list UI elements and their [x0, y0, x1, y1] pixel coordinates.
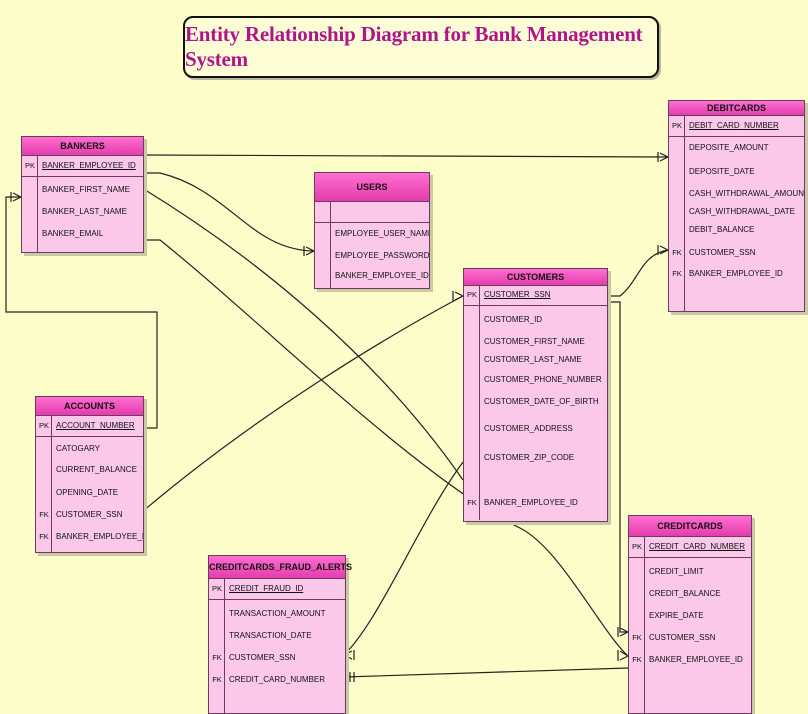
crowfoot-users-banker: [303, 246, 315, 256]
fk-label: FK: [212, 675, 222, 684]
attr-cash-withdrawal-date: CASH_WITHDRAWAL_DATE: [689, 207, 795, 216]
attr-employee-user-name: EMPLOYEE_USER_NAME: [335, 229, 429, 238]
entity-customers[interactable]: CUSTOMERS PK CUSTOMER_SSN CUSTOMER_ID CUS…: [463, 268, 608, 522]
attr-accounts-customer-ssn: CUSTOMER_SSN: [56, 510, 123, 519]
attr-customer-address: CUSTOMER_ADDRESS: [484, 424, 573, 433]
attr-catogary: CATOGARY: [56, 444, 101, 453]
entity-creditcards-fraud-alerts[interactable]: CREDITCARDS_FRAUD_ALERTS PK CREDIT_FRAUD_…: [208, 555, 352, 714]
fk-label: FK: [672, 269, 682, 278]
attr-banker-employee-id: BANKER_EMPLOYEE_ID: [42, 161, 136, 170]
attr-cash-withdrawal-amount: CASH_WITHDRAWAL_AMOUNT: [689, 189, 804, 198]
pk-label: PK: [24, 161, 35, 170]
entity-users[interactable]: USERS EMPLOYEE_USER_NAME EMPLOYEE_PASSWO…: [314, 172, 430, 289]
rel-customers-fraud: [343, 461, 464, 656]
attr-transaction-amount: TRANSACTION_AMOUNT: [229, 609, 326, 618]
pk-label: PK: [466, 290, 477, 299]
pk-label: PK: [631, 542, 642, 551]
entity-bankers-name: BANKERS: [22, 137, 143, 156]
entity-fraud-name: CREDITCARDS_FRAUD_ALERTS: [209, 556, 352, 579]
entity-bankers[interactable]: BANKERS PK BANKER_EMPLOYEE_ID BANKER_FIRS…: [21, 136, 144, 253]
fk-label: FK: [467, 498, 477, 507]
attr-deposite-date: DEPOSITE_DATE: [689, 167, 755, 176]
mark-fraud-creditcard: [349, 672, 355, 682]
attr-banker-email: BANKER_EMAIL: [42, 229, 104, 238]
attr-debit-banker-employee-id: BANKER_EMPLOYEE_ID: [689, 269, 783, 278]
attr-accounts-banker-employee-id: BANKER_EMPLOYEE_ID: [56, 532, 143, 541]
entity-users-name: USERS: [315, 173, 429, 202]
attr-users-banker-employee-id: BANKER_EMPLOYEE_ID: [335, 271, 429, 280]
attr-customer-zip-code: CUSTOMER_ZIP_CODE: [484, 453, 575, 462]
rel-bankers-users: [142, 172, 315, 252]
attr-customer-first-name: CUSTOMER_FIRST_NAME: [484, 337, 585, 346]
diagram-title: Entity Relationship Diagram for Bank Man…: [185, 22, 643, 71]
attr-debit-card-number: DEBIT_CARD_NUMBER: [689, 121, 779, 130]
rel-bankers-debitcards: [141, 154, 669, 158]
pk-label: PK: [38, 421, 49, 430]
crowfoot-creditcards-banker: [617, 650, 629, 661]
entity-creditcards-name: CREDITCARDS: [629, 516, 751, 537]
attr-account-number: ACCOUNT_NUMBER: [56, 421, 135, 430]
attr-banker-first-name: BANKER_FIRST_NAME: [42, 185, 131, 194]
attr-credit-fraud-id: CREDIT_FRAUD_ID: [229, 584, 304, 593]
pk-label: PK: [211, 584, 222, 593]
pk-label: PK: [671, 121, 682, 130]
fk-label: FK: [672, 248, 682, 257]
fk-label: FK: [212, 653, 222, 662]
attr-opening-date: OPENING_DATE: [56, 488, 119, 497]
entity-accounts[interactable]: ACCOUNTS PK ACCOUNT_NUMBER CATOGARY CURRE…: [35, 396, 144, 553]
diagram-title-box: Entity Relationship Diagram for Bank Man…: [183, 16, 659, 78]
rel-customers-creditcards: [606, 301, 628, 633]
attr-fraud-credit-card-number: CREDIT_CARD_NUMBER: [229, 675, 326, 684]
rel-customers-accounts: [141, 295, 464, 513]
attr-customer-banker-employee-id: BANKER_EMPLOYEE_ID: [484, 498, 578, 507]
attr-credit-card-number: CREDIT_CARD_NUMBER: [649, 542, 746, 551]
fk-label: FK: [632, 633, 642, 642]
crowfoot-creditcards-customer: [617, 627, 629, 637]
rel-bankers-customers: [141, 187, 464, 481]
attr-debit-customer-ssn: CUSTOMER_SSN: [689, 248, 756, 257]
entity-debitcards[interactable]: DEBITCARDS PK DEBIT_CARD_NUMBER DEPOSITE_…: [668, 100, 805, 312]
entity-customers-name: CUSTOMERS: [464, 269, 607, 286]
attr-credit-banker-employee-id: BANKER_EMPLOYEE_ID: [649, 655, 743, 664]
attr-credit-customer-ssn: CUSTOMER_SSN: [649, 633, 716, 642]
attr-debit-balance: DEBIT_BALANCE: [689, 225, 755, 234]
attr-customer-date-of-birth: CUSTOMER_DATE_OF_BIRTH: [484, 397, 599, 406]
attr-fraud-customer-ssn: CUSTOMER_SSN: [229, 653, 296, 662]
attr-banker-last-name: BANKER_LAST_NAME: [42, 207, 127, 216]
attr-customer-id: CUSTOMER_ID: [484, 315, 543, 324]
attr-transaction-date: TRANSACTION_DATE: [229, 631, 312, 640]
attr-credit-limit: CREDIT_LIMIT: [649, 567, 704, 576]
crowfoot-debitcards-customer: [657, 245, 669, 255]
attr-expire-date: EXPIRE_DATE: [649, 611, 704, 620]
entity-accounts-name: ACCOUNTS: [36, 397, 143, 416]
rel-customers-debitcards: [606, 249, 669, 297]
rel-accounts-bankers: [5, 196, 158, 429]
fk-label: FK: [39, 510, 49, 519]
rel-fraud-creditcards: [343, 667, 629, 678]
fk-label: FK: [39, 532, 49, 541]
fk-label: FK: [632, 655, 642, 664]
attr-employee-password: EMPLOYEE_PASSWORD: [335, 251, 429, 260]
entity-creditcards[interactable]: CREDITCARDS PK CREDIT_CARD_NUMBER CREDIT_…: [628, 515, 752, 714]
attr-credit-balance: CREDIT_BALANCE: [649, 589, 721, 598]
attr-customer-last-name: CUSTOMER_LAST_NAME: [484, 355, 582, 364]
attr-current-balance: CURRENT_BALANCE: [56, 465, 137, 474]
crowfoot-debitcards-banker: [657, 152, 669, 162]
crowfoot-bankers-accounts: [10, 192, 22, 202]
attr-customer-ssn: CUSTOMER_SSN: [484, 290, 551, 299]
crowfoot-customers-accounts: [452, 291, 464, 301]
attr-deposite-amount: DEPOSITE_AMOUNT: [689, 143, 769, 152]
entity-debitcards-name: DEBITCARDS: [669, 101, 804, 116]
attr-customer-phone-number: CUSTOMER_PHONE_NUMBER: [484, 375, 602, 384]
